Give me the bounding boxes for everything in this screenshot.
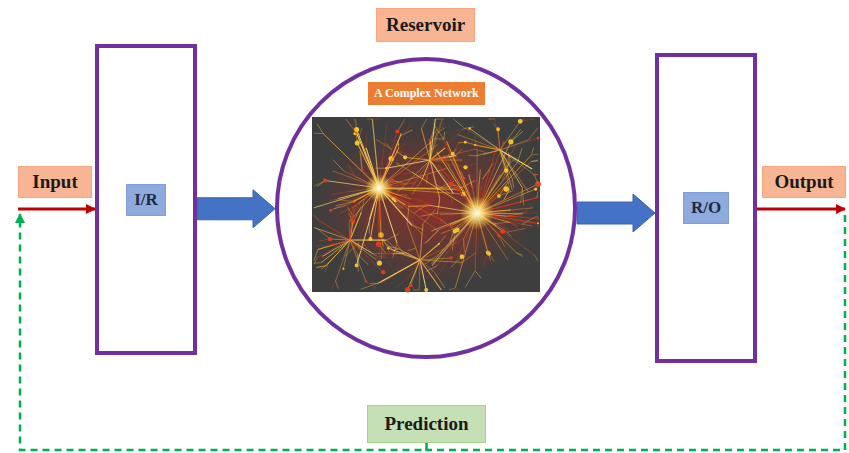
network-caption: A Complex Network <box>368 82 485 105</box>
output-label-box: Output <box>762 166 846 198</box>
input-label-box: Input <box>18 166 92 198</box>
network-hub <box>365 174 393 202</box>
layer-label: I/R <box>126 184 166 216</box>
feedback-connector <box>427 215 846 450</box>
network-haze <box>316 125 540 285</box>
reservoir-circle: ReservoirA Complex Network <box>275 57 577 359</box>
reservoir-heading: Reservoir <box>376 8 475 42</box>
network-image-ground <box>312 117 540 292</box>
input-layer-box: I/R <box>95 44 197 355</box>
output-layer-box: R/O <box>655 53 757 363</box>
signal-arrow <box>757 208 845 211</box>
flow-arrow <box>197 190 275 228</box>
prediction-box: Prediction <box>367 405 486 443</box>
node-label: Output <box>774 171 833 193</box>
network-hub <box>460 196 494 230</box>
flow-arrow <box>577 194 655 232</box>
node-label: Prediction <box>384 413 468 435</box>
layer-label: R/O <box>683 192 729 224</box>
node-label: Input <box>32 171 77 193</box>
network-branches <box>314 119 541 293</box>
feedback-connector <box>20 214 427 450</box>
signal-arrow <box>18 208 95 211</box>
